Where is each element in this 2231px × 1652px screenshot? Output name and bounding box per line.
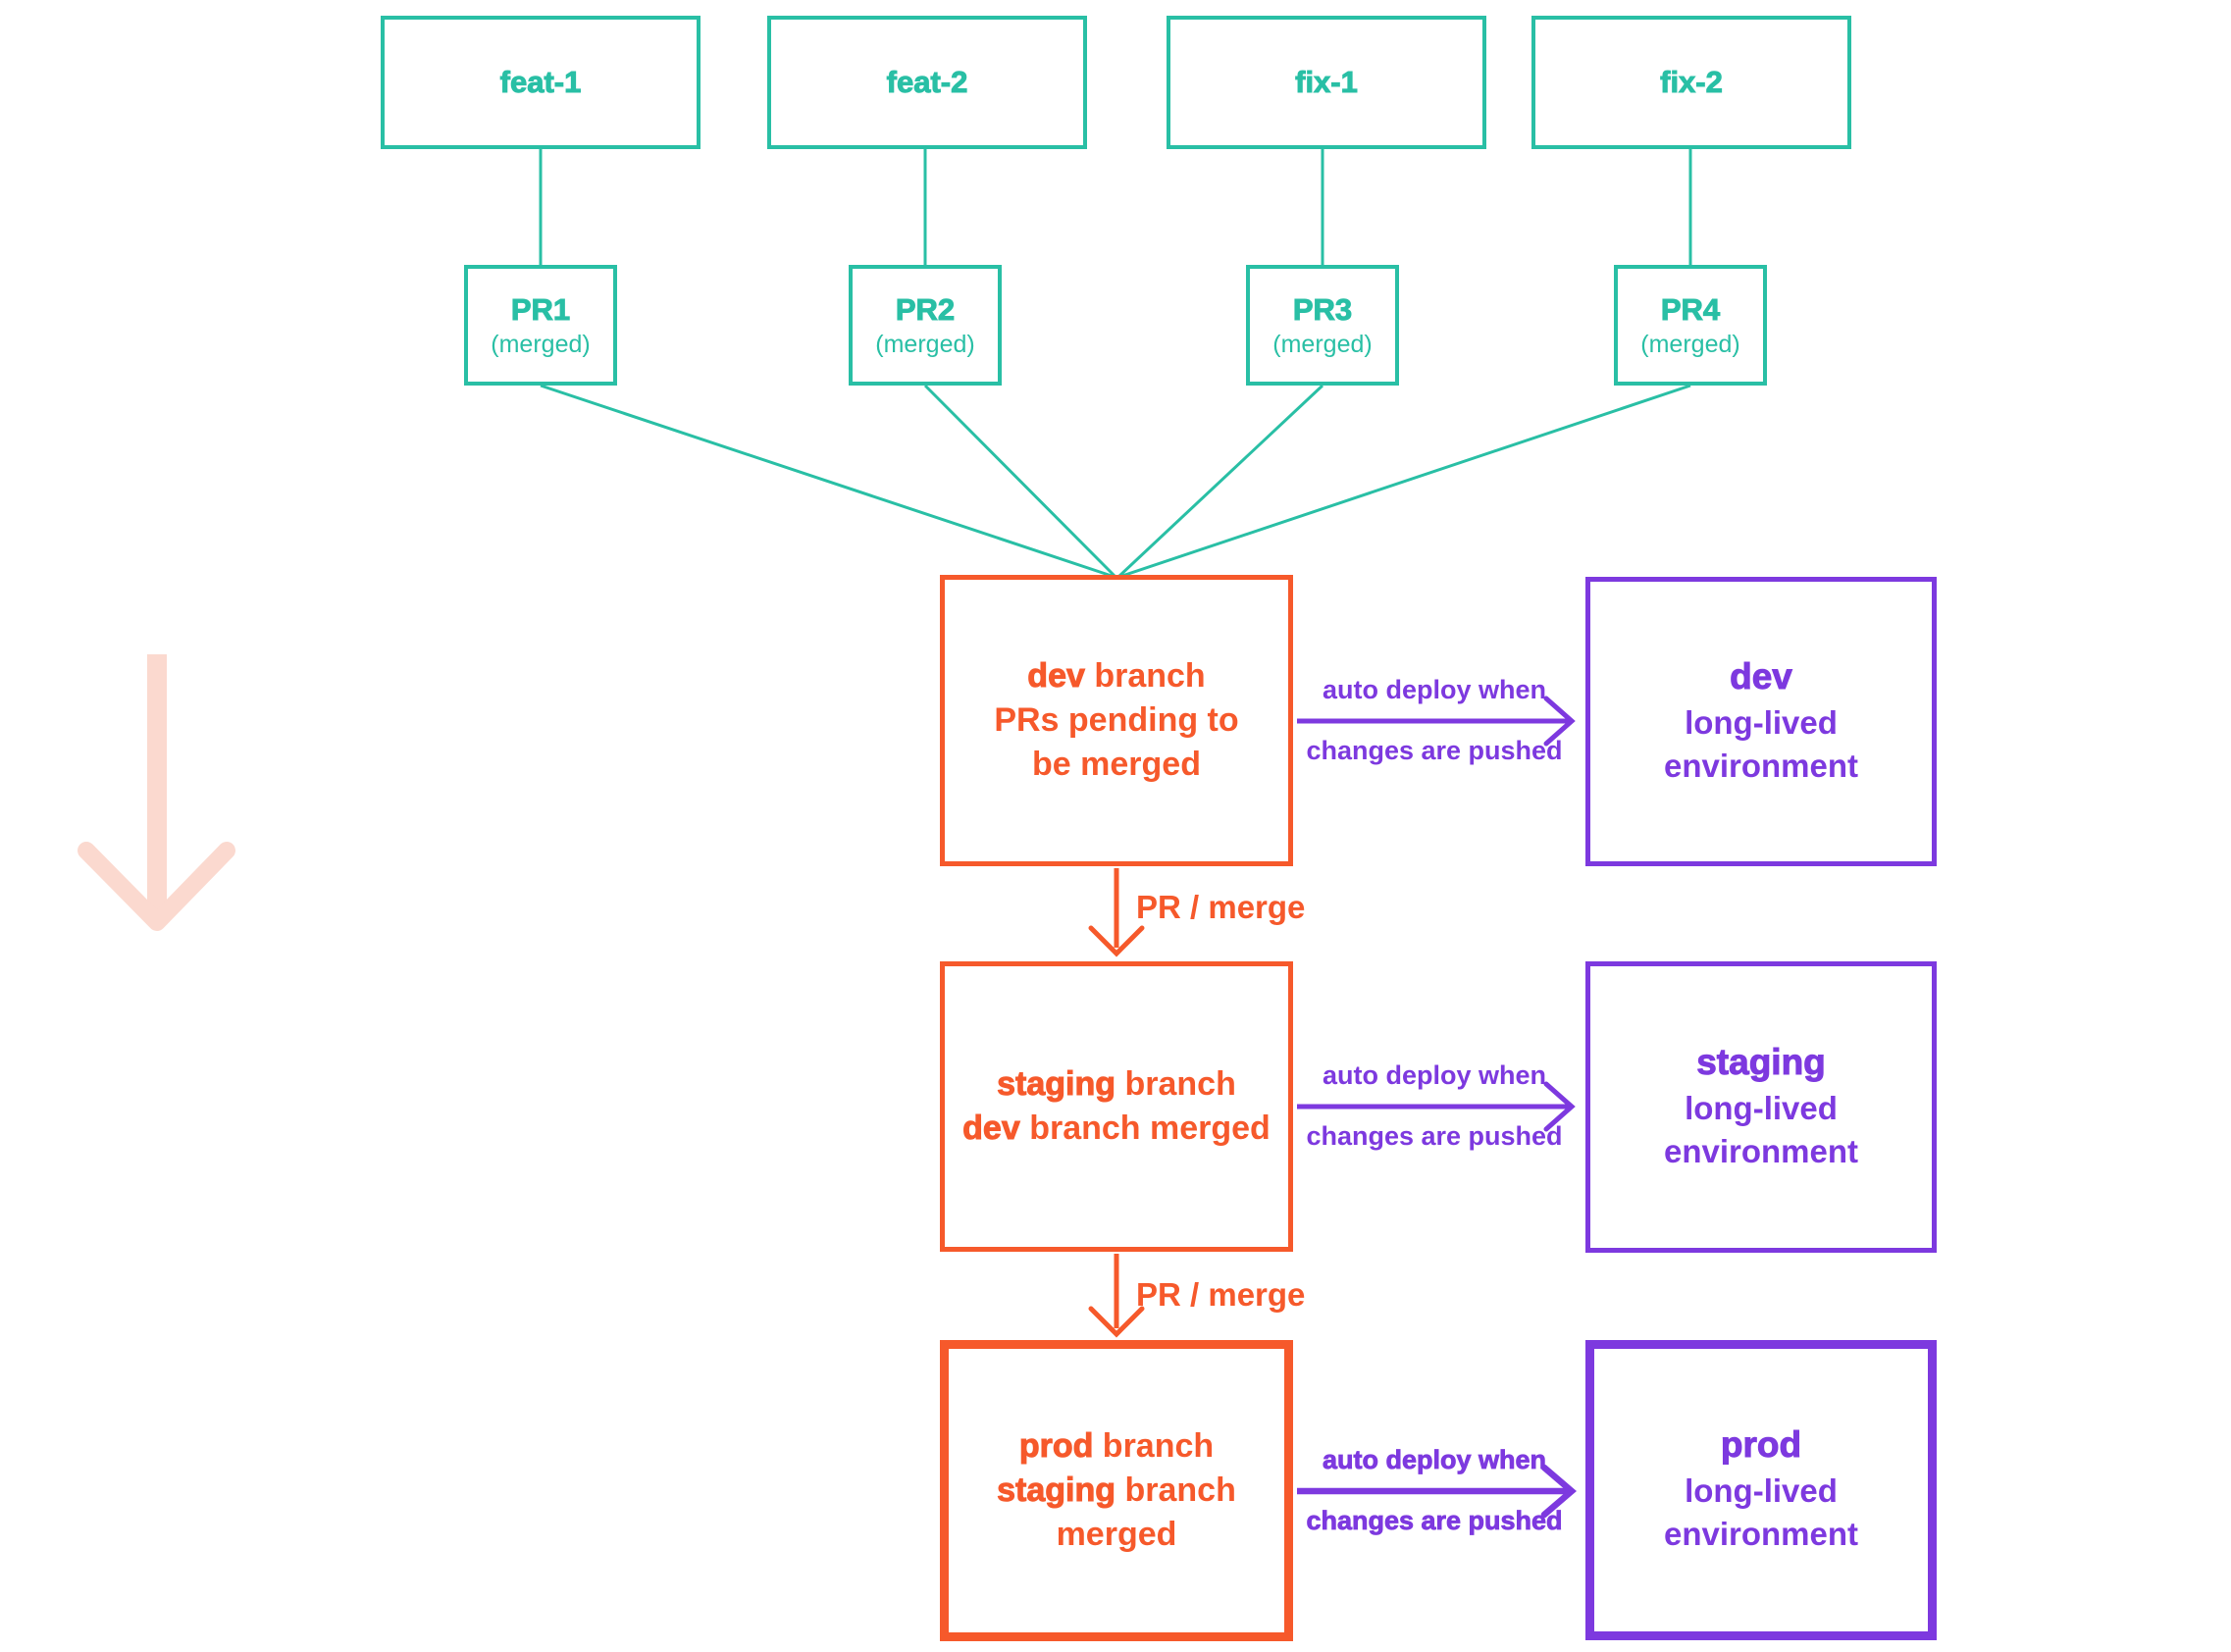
branch-label: fix-1: [1295, 65, 1359, 100]
pr-box-pr2: PR2 (merged): [849, 265, 1002, 386]
branch-box-feat-2: feat-2: [767, 16, 1087, 149]
staging-deploy-arrow: [1297, 1081, 1576, 1132]
deploy-label-dev: auto deploy when changes are pushed: [1306, 675, 1563, 765]
pr-title: PR1: [510, 291, 571, 327]
branch-box-fix-2: fix-2: [1531, 16, 1851, 149]
deploy-label-staging: auto deploy when changes are pushed: [1306, 1060, 1563, 1151]
pr-box-pr3: PR3 (merged): [1246, 265, 1399, 386]
env-subtitle: long-lived environment: [1663, 1089, 1859, 1169]
env-subtitle: long-lived environment: [1663, 1472, 1859, 1552]
branch-subtitle: dev branch merged: [962, 1110, 1271, 1148]
branch-title: staging branch: [997, 1065, 1236, 1104]
pr-to-dev-connectors: [540, 384, 1691, 579]
branch-box-feat-1: feat-1: [381, 16, 700, 149]
branch-title: prod branch: [1018, 1427, 1215, 1466]
pr-box-pr1: PR1 (merged): [464, 265, 617, 386]
pr-title: PR2: [895, 291, 956, 327]
pr-status: (merged): [491, 330, 591, 358]
dev-deploy-arrow: [1297, 696, 1576, 747]
env-title: dev: [1730, 655, 1793, 697]
branch-box-fix-1: fix-1: [1167, 16, 1486, 149]
pr-box-pr4: PR4 (merged): [1614, 265, 1767, 386]
env-title: staging: [1696, 1041, 1827, 1082]
branch-label: fix-2: [1660, 65, 1724, 100]
branch-label: feat-2: [886, 65, 968, 100]
branch-subtitle: PRs pending to be merged: [994, 701, 1239, 783]
env-box-staging: staging long-lived environment: [1585, 961, 1937, 1253]
branch-label: feat-1: [499, 65, 582, 100]
branch-box-dev: dev branch PRs pending to be merged: [940, 575, 1293, 866]
branch-subtitle: staging branch merged: [997, 1471, 1236, 1554]
pr-title: PR4: [1660, 291, 1721, 327]
env-box-prod: prod long-lived environment: [1585, 1340, 1937, 1640]
staging-to-prod-arrow: [1088, 1254, 1145, 1338]
branch-box-staging: staging branch dev branch merged: [940, 961, 1293, 1252]
merge-label-dev-to-staging: PR / merge: [1136, 889, 1306, 925]
feature-to-pr-connectors: [539, 149, 1692, 265]
env-title: prod: [1720, 1424, 1802, 1466]
prod-deploy-arrow: [1297, 1464, 1577, 1519]
branch-box-prod: prod branch staging branch merged: [940, 1340, 1293, 1641]
env-subtitle: long-lived environment: [1663, 703, 1859, 784]
deploy-label-prod: auto deploy when changes are pushed: [1306, 1445, 1563, 1536]
dev-to-staging-arrow: [1088, 868, 1145, 957]
pink-down-arrow-icon: [78, 654, 235, 931]
env-box-dev: dev long-lived environment: [1585, 577, 1937, 866]
branch-title: dev branch: [1027, 657, 1206, 696]
pr-status: (merged): [875, 330, 975, 358]
merge-label-staging-to-prod: PR / merge: [1136, 1276, 1306, 1313]
pr-title: PR3: [1292, 291, 1353, 327]
pr-status: (merged): [1272, 330, 1373, 358]
pr-status: (merged): [1640, 330, 1740, 358]
